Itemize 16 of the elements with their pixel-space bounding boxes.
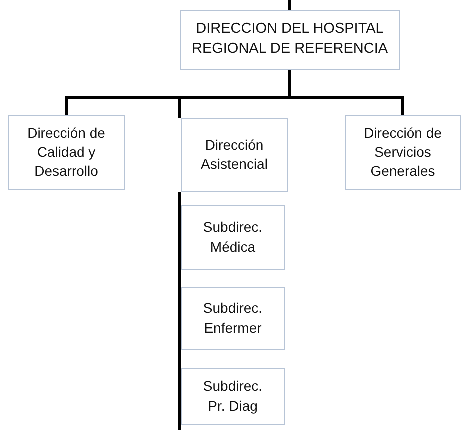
org-box [181,205,285,270]
unit-title: Subdirec. Pr. Diag [202,377,264,416]
unit-title: DIRECCION DEL HOSPITAL REGIONAL DE REFERENCIA [190,20,390,59]
org-box [181,368,285,425]
unit-title: Dirección Asistencial [200,136,269,174]
connector-line [288,0,292,10]
unit-title: Dirección de Servicios Generales [363,124,443,182]
org-box [181,287,285,350]
unit-title: Dirección de Calidad y Desarrollo [26,124,106,182]
unit-title: Subdirec. Médica [202,218,264,256]
connector-line [178,192,182,430]
unit-title: Subdirec. Enfermer [202,299,264,338]
org-box [345,115,461,190]
org-box [181,118,288,192]
org-box [180,10,400,70]
org-box [8,115,125,190]
